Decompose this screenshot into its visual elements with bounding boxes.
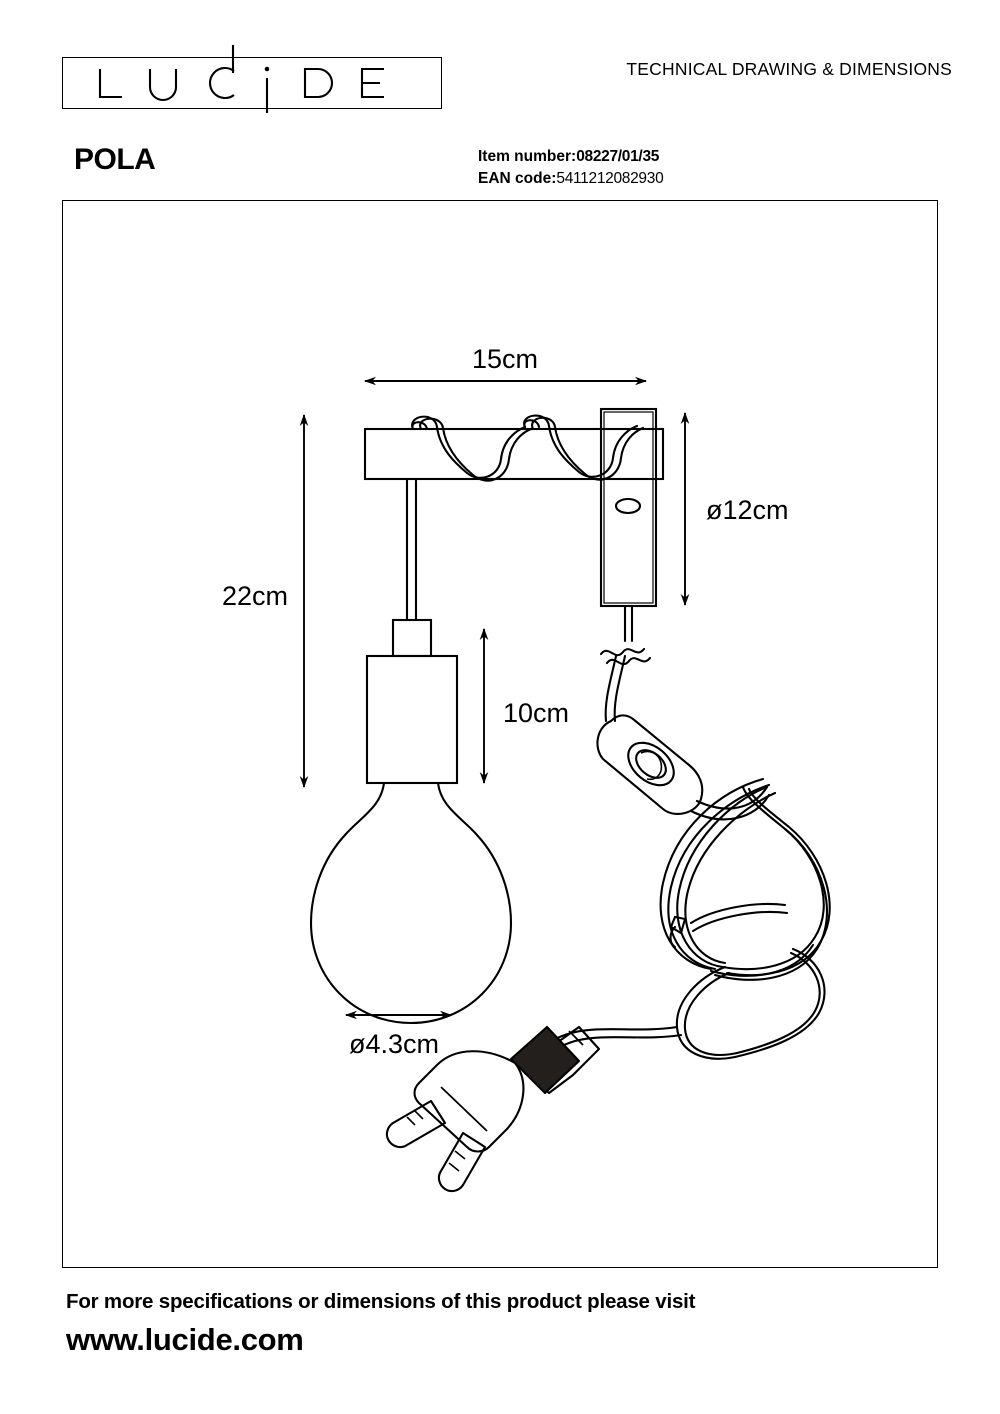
footer-website[interactable]: www.lucide.com	[66, 1322, 304, 1357]
wall-mount-plate	[599, 407, 658, 608]
item-number-value: 08227/01/35	[576, 148, 660, 165]
dimension-label-width: 15cm	[472, 344, 538, 374]
brand-logo-box	[62, 57, 442, 109]
light-bulb-globe	[309, 782, 513, 1025]
lamp-arm	[363, 427, 665, 481]
dimension-label-socket: 10cm	[503, 698, 569, 728]
page-header: TECHNICAL DRAWING & DIMENSIONS	[0, 0, 1000, 130]
item-number-label: Item number:	[478, 148, 577, 165]
power-plug	[385, 1025, 601, 1193]
pendant-cord	[405, 479, 418, 620]
brand-logo-lucide	[98, 45, 384, 113]
dimension-label-plate: ø12cm	[706, 495, 789, 525]
inline-rocker-switch	[596, 714, 704, 815]
dimension-label-bulb-diameter: ø4.3cm	[349, 1029, 439, 1059]
ean-code-row: EAN code:5411212082930	[478, 168, 664, 190]
coiled-cable-bundle	[659, 777, 831, 1060]
product-meta: Item number:08227/01/35 EAN code:5411212…	[478, 146, 664, 190]
item-number-row: Item number:08227/01/35	[478, 146, 663, 168]
ean-code-value: 5411212082930	[556, 170, 664, 187]
arm-wrapped-cord	[411, 414, 645, 482]
wall-plate-hole	[614, 497, 642, 515]
footer-note: For more specifications or dimensions of…	[66, 1290, 696, 1313]
bulb-socket	[365, 618, 459, 785]
document-kind-label: TECHNICAL DRAWING & DIMENSIONS	[626, 59, 952, 79]
ean-code-label: EAN code:	[478, 170, 557, 187]
switch-cord-upper	[599, 604, 652, 723]
page-title: POLA	[74, 143, 156, 176]
dimension-label-height: 22cm	[222, 581, 288, 611]
technical-drawing: 15cm 22cm ø12cm 10cm ø4.3cm	[222, 344, 831, 1193]
technical-drawing-frame: 15cm 22cm ø12cm 10cm ø4.3cm	[62, 200, 938, 1268]
